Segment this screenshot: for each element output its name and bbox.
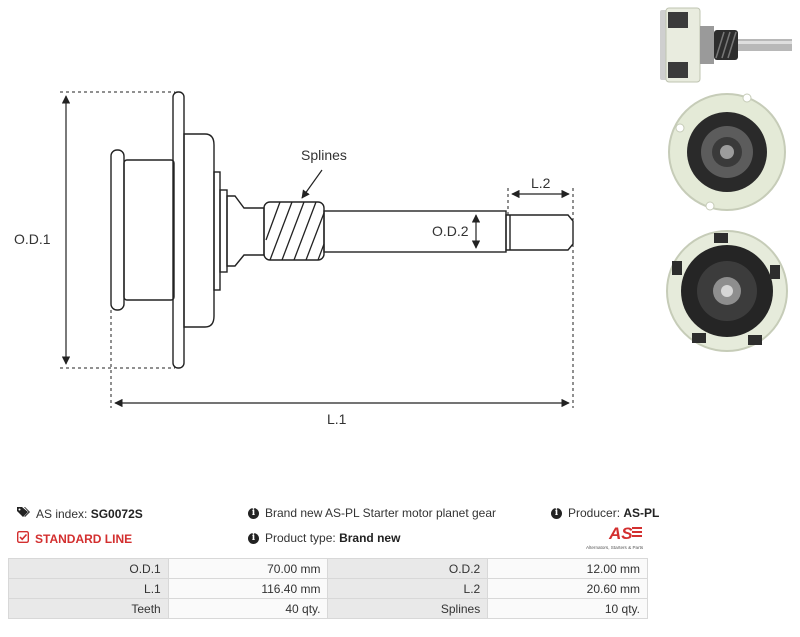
spec-value: 40 qty.: [167, 598, 329, 619]
part-outline: [110, 91, 574, 369]
spline-teeth: [265, 201, 325, 261]
technical-drawing: O.D.1 O.D.2 L.1 L.2 Splines: [14, 91, 574, 427]
as-pl-logo: AS Alternators, Starters & Parts: [586, 524, 644, 550]
spec-value: 70.00 mm: [167, 558, 329, 579]
table-row: L.1 116.40 mm L.2 20.60 mm: [8, 578, 648, 599]
table-row: Teeth 40 qty. Splines 10 qty.: [8, 598, 648, 619]
info-icon: i: [551, 507, 562, 519]
spec-value: 20.60 mm: [487, 578, 648, 599]
producer: i Producer: AS-PL: [551, 506, 659, 520]
product-description: i Brand new AS-PL Starter motor planet g…: [248, 506, 496, 520]
product-type: i Product type: Brand new: [248, 531, 400, 545]
splines-label: Splines: [301, 147, 347, 163]
spec-label: Splines: [327, 598, 489, 619]
spec-label: Teeth: [8, 598, 169, 619]
spec-value: 116.40 mm: [167, 578, 329, 599]
as-index-label: AS index:: [36, 506, 88, 521]
description-text: Brand new AS-PL Starter motor planet gea…: [265, 506, 497, 520]
logo-tagline: Alternators, Starters & Parts: [586, 545, 644, 550]
product-photo-side: [660, 7, 792, 83]
standard-line-text: STANDARD LINE: [35, 531, 133, 546]
standard-line: STANDARD LINE: [16, 530, 133, 546]
spec-value: 10 qty.: [487, 598, 648, 619]
logo-mark: AS: [608, 524, 633, 543]
product-type-value: Brand new: [339, 531, 401, 545]
product-photo-front: [668, 93, 786, 211]
spec-table: O.D.1 70.00 mm O.D.2 12.00 mm L.1 116.40…: [8, 558, 648, 619]
spec-label: L.1: [8, 578, 169, 599]
as-index: AS index: SG0072S: [17, 506, 143, 521]
splines-leader: [301, 169, 323, 199]
dimension-extensions: [60, 91, 574, 408]
l2-label: L.2: [531, 175, 551, 191]
info-icon: i: [248, 507, 259, 519]
spec-label: L.2: [327, 578, 489, 599]
info-icon: i: [248, 532, 259, 544]
producer-value: AS-PL: [623, 506, 660, 520]
product-type-label: Product type:: [265, 531, 336, 545]
tags-icon: [17, 506, 30, 521]
l1-label: L.1: [327, 411, 347, 427]
od2-label: O.D.2: [432, 223, 469, 239]
producer-label: Producer:: [568, 506, 621, 520]
as-index-value: SG0072S: [90, 506, 143, 521]
od1-label: O.D.1: [14, 231, 51, 247]
checkbox-checked-icon: [16, 530, 30, 546]
spec-value: 12.00 mm: [487, 558, 648, 579]
spec-label: O.D.1: [8, 558, 169, 579]
table-row: O.D.1 70.00 mm O.D.2 12.00 mm: [8, 558, 648, 579]
product-photo-back: [666, 230, 788, 352]
spec-label: O.D.2: [327, 558, 489, 579]
